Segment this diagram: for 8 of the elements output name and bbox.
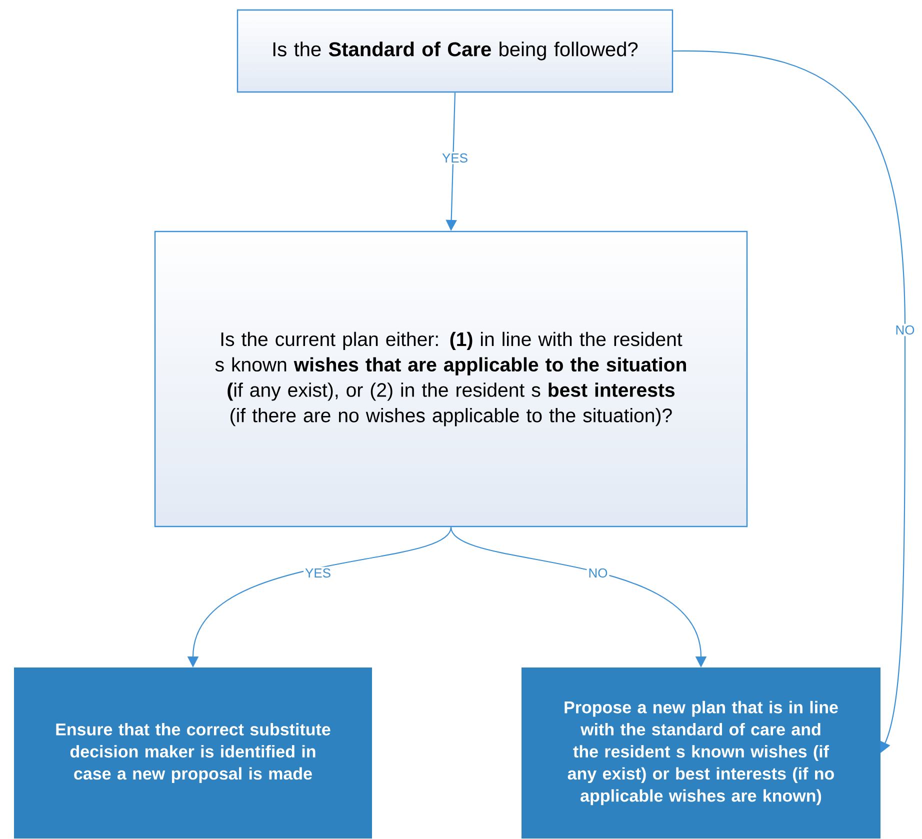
edge-label: YES bbox=[440, 152, 470, 164]
action-box: Propose a new plan that is in line with the standard of care and the resident s known wishes (if any exist) or best interests (if no applicable wishes are known) bbox=[522, 668, 880, 838]
question-box: Is the current plan either: (1) in line with the resident s known wishes that are applicable to the situation (if any exist), or (2) in the resident s best interests (if there are no wishes applicable to the situation)? bbox=[154, 230, 748, 528]
question-box: Is the Standard of Care being followed? bbox=[236, 9, 674, 93]
action-box: Ensure that the correct substitute decision maker is identified in case a new proposal is made bbox=[14, 668, 372, 838]
edge-label: NO bbox=[894, 324, 916, 336]
edge-label: NO bbox=[586, 566, 610, 580]
edge-label: YES bbox=[304, 566, 332, 580]
